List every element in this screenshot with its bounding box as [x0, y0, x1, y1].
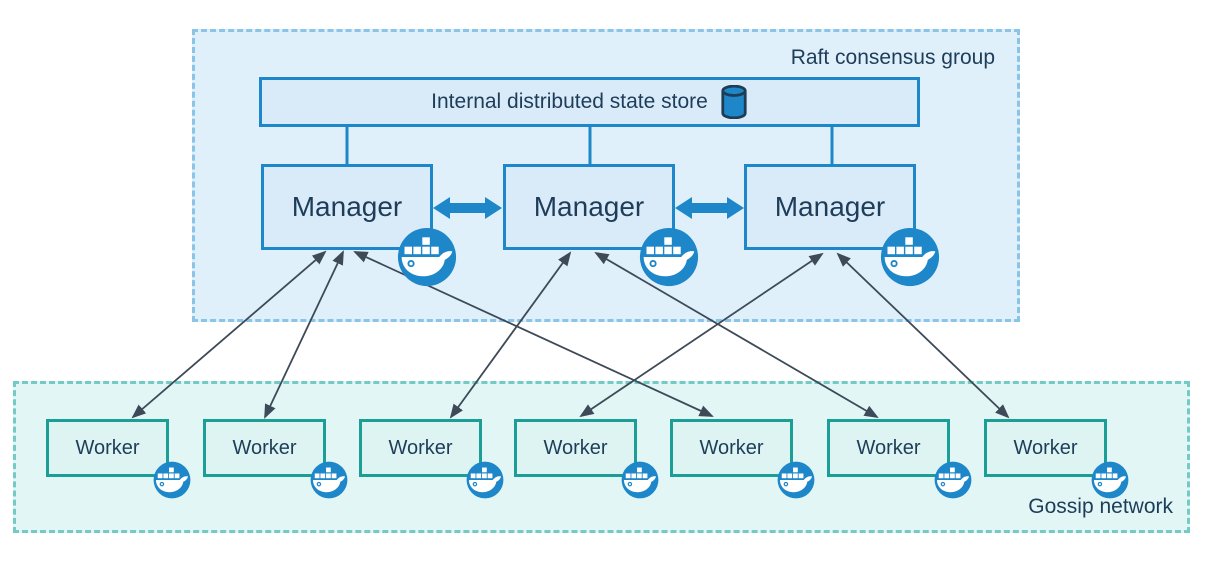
manager-node-2: Manager: [503, 164, 675, 250]
docker-whale-icon: [1091, 461, 1129, 499]
manager-label: Manager: [774, 191, 886, 222]
worker-node-5: Worker: [670, 419, 793, 477]
docker-whale-icon: [466, 461, 504, 499]
worker-node-2: Worker: [203, 419, 326, 477]
docker-whale-icon: [621, 461, 659, 499]
manager-label: Manager: [533, 191, 645, 222]
raft-group-label: Raft consensus group: [790, 46, 995, 69]
docker-whale-icon: [777, 461, 815, 499]
state-store-label: Internal distributed state store: [431, 90, 708, 113]
manager-node-3: Manager: [744, 164, 916, 250]
docker-whale-icon: [310, 461, 348, 499]
docker-whale-icon: [880, 227, 940, 287]
state-store-box: Internal distributed state store: [259, 77, 920, 127]
docker-whale-icon: [934, 461, 972, 499]
worker-label: Worker: [699, 436, 764, 459]
worker-label: Worker: [543, 436, 608, 459]
worker-label: Worker: [1013, 436, 1078, 459]
worker-label: Worker: [75, 436, 140, 459]
worker-label: Worker: [232, 436, 297, 459]
database-icon: [721, 85, 747, 119]
worker-node-1: Worker: [46, 419, 169, 477]
worker-node-6: Worker: [827, 419, 950, 477]
gossip-network-label: Gossip network: [1028, 495, 1173, 518]
docker-whale-icon: [397, 227, 457, 287]
docker-whale-icon: [639, 227, 699, 287]
worker-label: Worker: [856, 436, 921, 459]
docker-whale-icon: [153, 461, 191, 499]
manager-label: Manager: [291, 191, 403, 222]
manager-node-1: Manager: [261, 164, 433, 250]
worker-node-3: Worker: [359, 419, 482, 477]
worker-label: Worker: [388, 436, 453, 459]
worker-node-7: Worker: [984, 419, 1107, 477]
gossip-network-group: Worker Worker Worker Worker Worker Worke…: [13, 381, 1190, 533]
worker-node-4: Worker: [514, 419, 637, 477]
raft-consensus-group: Raft consensus group Internal distribute…: [192, 29, 1020, 322]
